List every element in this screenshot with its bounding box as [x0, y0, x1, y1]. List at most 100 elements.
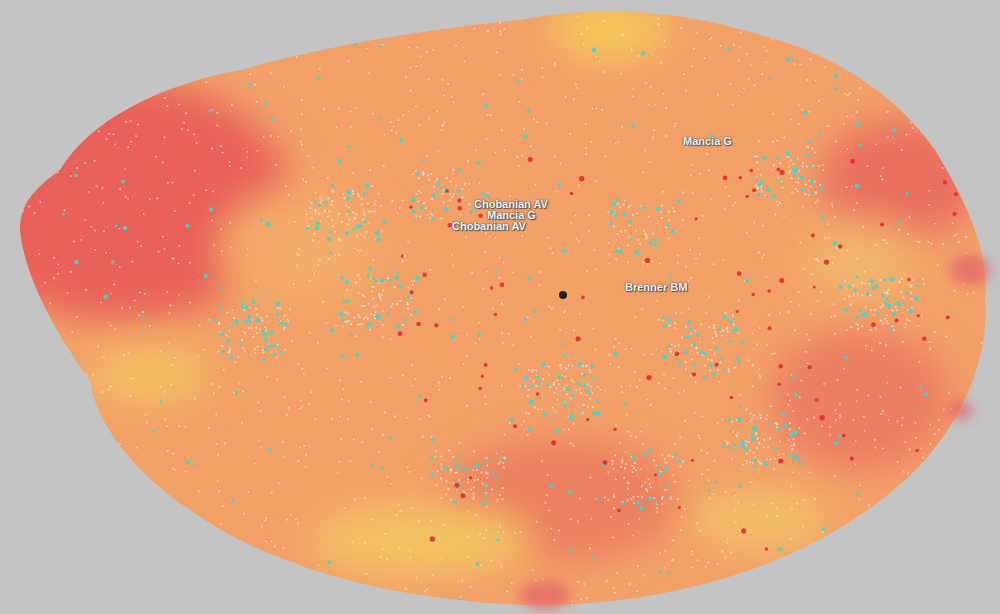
graph-node-dot: [748, 78, 750, 80]
graph-node-dot: [370, 401, 372, 403]
graph-node-dot: [98, 457, 100, 459]
graph-node-dot: [618, 366, 620, 368]
graph-node-dot: [670, 496, 672, 498]
graph-node-dot: [209, 319, 211, 321]
graph-node-dot: [265, 517, 267, 519]
graph-node-dot: [882, 518, 884, 520]
graph-node-dot: [887, 323, 889, 325]
graph-node-dot: [639, 518, 641, 520]
graph-node-dot: [33, 343, 35, 345]
graph-node-dot: [531, 371, 533, 373]
graph-node-dot: [397, 7, 399, 9]
graph-node-dot: [415, 577, 417, 579]
graph-node-dot: [646, 490, 648, 492]
graph-node-dot: [815, 80, 817, 82]
graph-node-dot: [189, 202, 191, 204]
graph-node-dot: [699, 341, 701, 343]
graph-node-dot: [409, 67, 411, 69]
graph-node-dot: [740, 394, 742, 396]
graph-node-dot: [493, 17, 495, 19]
graph-node-dot: [105, 536, 107, 538]
graph-node-dot: [293, 283, 295, 285]
graph-node-dot: [409, 549, 411, 551]
graph-node-dot: [875, 244, 877, 246]
graph-node-dot: [646, 264, 648, 266]
graph-node-dot: [317, 17, 319, 19]
graph-node-dot: [499, 22, 501, 24]
graph-node-dot: [805, 193, 807, 195]
graph-node-dot: [586, 270, 588, 272]
graph-node-dot: [535, 370, 537, 372]
graph-node-dot: [766, 515, 768, 517]
graph-node-dot: [983, 65, 985, 67]
graph-node-dot: [499, 277, 501, 279]
graph-node-dot: [756, 162, 758, 164]
graph-node-dot: [168, 342, 170, 344]
graph-node-dot: [609, 254, 611, 256]
graph-node-dot: [981, 342, 983, 344]
graph-node-dot: [408, 47, 410, 49]
graph-node-dot: [222, 505, 224, 507]
graph-node-dot: [880, 78, 882, 80]
graph-node-dot: [59, 409, 61, 411]
graph-node-dot: [368, 72, 370, 74]
graph-node-dot: [228, 351, 230, 353]
graph-node-dot: [659, 553, 661, 555]
graph-node-dot: [454, 472, 456, 474]
graph-node-dot: [767, 580, 769, 582]
graph-node-dot: [958, 241, 960, 243]
graph-node-dot: [632, 214, 634, 216]
graph-node-dot: [138, 54, 140, 56]
graph-node-dot: [548, 237, 550, 239]
graph-node-dot: [452, 196, 454, 198]
graph-node-dot: [588, 214, 590, 216]
graph-node-dot: [759, 375, 761, 377]
graph-node-dot: [54, 355, 56, 357]
graph-node-dot: [239, 383, 241, 385]
graph-node-dot: [726, 328, 728, 330]
graph-node-dot: [802, 45, 804, 47]
graph-node-dot: [258, 402, 260, 404]
graph-node-dot: [431, 436, 433, 438]
graph-node-dot: [354, 498, 356, 500]
graph-node-dot: [746, 53, 748, 55]
graph-node-dot: [297, 23, 299, 25]
graph-node-dot: [204, 522, 206, 524]
graph-node-dot: [356, 235, 358, 237]
graph-node-dot: [907, 562, 909, 564]
graph-node-dot: [632, 95, 634, 97]
graph-node-dot: [113, 284, 115, 286]
graph-node-dot: [849, 8, 851, 10]
graph-node-dot: [489, 236, 491, 238]
graph-node-dot: [342, 194, 344, 196]
graph-node-dot: [771, 503, 773, 505]
graph-node-dot: [758, 368, 760, 370]
graph-node-dot: [823, 383, 825, 385]
graph-node-dot: [491, 488, 493, 490]
graph-node-dot: [833, 303, 835, 305]
graph-node-dot: [315, 211, 317, 213]
graph-node-dot: [469, 604, 471, 606]
graph-node-dot: [554, 65, 556, 67]
graph-node-dot: [729, 83, 731, 85]
graph-node-dot: [475, 343, 477, 345]
graph-node-dot: [783, 137, 785, 139]
graph-node-dot: [601, 109, 603, 111]
graph-node-dot: [829, 434, 831, 436]
graph-node-dot: [814, 498, 816, 500]
graph-node-dot: [623, 204, 625, 206]
graph-node-dot: [658, 383, 660, 385]
graph-node-dot: [312, 167, 314, 169]
graph-node-dot: [874, 439, 876, 441]
graph-node-dot: [315, 192, 317, 194]
graph-node-dot: [681, 336, 683, 338]
graph-node-dot: [397, 212, 399, 214]
graph-node-dot: [634, 371, 636, 373]
graph-node-dot: [110, 293, 112, 295]
graph-node-dot: [775, 422, 777, 424]
graph-node-dot: [711, 359, 713, 361]
graph-node-dot: [482, 483, 484, 485]
graph-node-dot: [558, 383, 560, 385]
graph-node-dot: [685, 368, 687, 370]
